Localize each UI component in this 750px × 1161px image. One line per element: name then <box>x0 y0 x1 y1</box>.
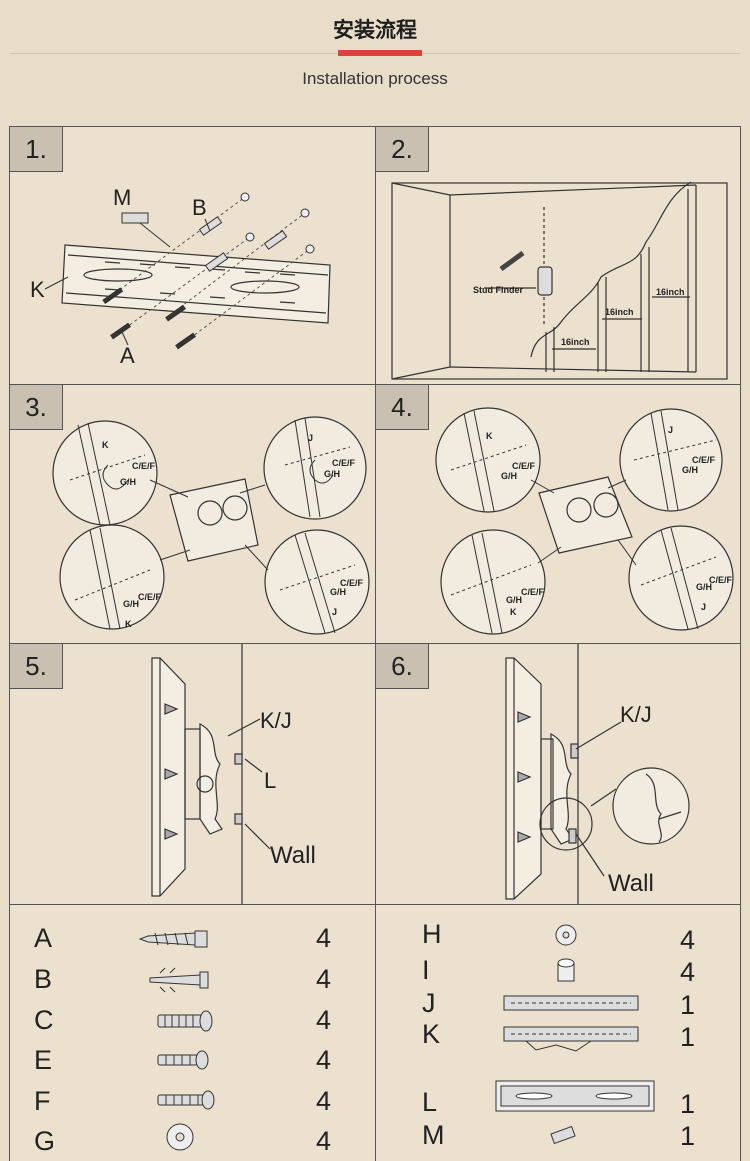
inset-label: C/E/F <box>692 455 716 465</box>
part-letter: M <box>422 1120 445 1150</box>
inset-label: C/E/F <box>332 458 356 468</box>
inset-label: J <box>332 607 338 617</box>
bracket-k-icon <box>503 1026 639 1052</box>
inset-label: G/H <box>506 595 523 605</box>
part-letter: L <box>422 1087 438 1117</box>
part-letter: A <box>34 923 53 953</box>
bracket-attach-drawing <box>52 416 370 635</box>
label-m: M <box>113 185 132 210</box>
step-6-panel: 6. K/J Wall <box>375 643 741 905</box>
screw-f-icon <box>157 1090 215 1110</box>
step-number: 4. <box>376 385 429 430</box>
inset-label: G/H <box>120 477 137 487</box>
part-qty: 4 <box>316 1005 332 1035</box>
screw-c-icon <box>157 1010 213 1032</box>
secure-tv-drawing <box>505 644 690 904</box>
inset-label: J <box>668 425 674 435</box>
inset-label: C/E/F <box>340 578 364 588</box>
part-letter: G <box>34 1126 56 1156</box>
label-16inch-c: 16inch <box>656 287 685 297</box>
label-wall: Wall <box>270 842 316 869</box>
step-number: 5. <box>10 644 63 689</box>
part-qty: 4 <box>316 1045 332 1075</box>
inset-label: J <box>308 433 314 443</box>
wall-anchor-icon <box>149 967 209 993</box>
label-wall: Wall <box>608 870 654 897</box>
parts-icons-right <box>495 924 655 1145</box>
inset-label: G/H <box>501 471 518 481</box>
lag-bolt-icon <box>138 930 208 948</box>
wall-plate-icon <box>495 1080 655 1112</box>
washer-icon <box>166 1123 194 1151</box>
inset-label: G/H <box>682 465 699 475</box>
inset-label: C/E/F <box>132 461 156 471</box>
bracket-j-icon <box>503 995 639 1011</box>
part-qty: 1 <box>680 1121 696 1151</box>
step-number: 3. <box>10 385 63 430</box>
inset-label: C/E/F <box>709 575 733 585</box>
inset-label: G/H <box>123 599 140 609</box>
parts-icons-left <box>138 930 215 1151</box>
inset-label: K <box>486 431 493 441</box>
part-qty: 4 <box>316 964 332 994</box>
label-k: K <box>30 277 45 302</box>
inset-label: K <box>510 607 517 617</box>
inset-label: C/E/F <box>138 592 162 602</box>
step-1-panel: 1. <box>9 126 376 385</box>
step-3-panel: 3. K C/E/F G/H J C/E/F <box>9 384 376 644</box>
label-stud-finder: Stud Finder <box>473 285 523 295</box>
spacer-icon <box>557 958 575 982</box>
step-2-panel: 2. Stud Finder 16inch 16inch 16inch <box>375 126 741 385</box>
mounting-plate-drawing <box>44 192 331 350</box>
part-letter: E <box>34 1045 53 1075</box>
inset-label: J <box>701 602 707 612</box>
step-number: 6. <box>376 644 429 689</box>
part-qty: 1 <box>680 1022 696 1052</box>
inset-label: C/E/F <box>512 461 536 471</box>
washer-small-icon <box>555 924 577 946</box>
part-letter: K <box>422 1019 441 1049</box>
part-letter: B <box>34 964 53 994</box>
inset-label: G/H <box>696 582 713 592</box>
page-subtitle: Installation process <box>302 69 448 88</box>
parts-list-left: A 4 B 4 C 4 E 4 F 4 G 4 <box>9 904 376 1161</box>
label-16inch-a: 16inch <box>561 337 590 347</box>
screw-e-icon <box>157 1050 209 1070</box>
label-kj: K/J <box>260 708 292 733</box>
parts-list-right: H 4 I 4 J 1 K 1 L 1 M 1 <box>375 904 741 1161</box>
part-letter: J <box>422 988 436 1018</box>
stud-finder-drawing <box>391 181 728 380</box>
inset-label: C/E/F <box>521 587 545 597</box>
step-4-panel: 4. K C/E/F G/H J C/E/F G/H C/E/F <box>375 384 741 644</box>
hang-tv-drawing <box>151 644 271 904</box>
part-letter: C <box>34 1005 54 1035</box>
part-qty: 4 <box>680 957 696 987</box>
bracket-attach-alt-drawing <box>435 407 734 635</box>
part-qty: 4 <box>316 1086 332 1116</box>
label-kj: K/J <box>620 702 652 727</box>
inset-label: K <box>125 619 132 629</box>
part-qty: 1 <box>680 990 696 1020</box>
level-icon <box>550 1125 576 1145</box>
inset-label: G/H <box>324 469 341 479</box>
inset-label: G/H <box>330 587 347 597</box>
part-letter: I <box>422 955 430 985</box>
label-b: B <box>192 195 207 220</box>
label-l: L <box>264 768 277 793</box>
step-number: 2. <box>376 127 429 172</box>
label-16inch-b: 16inch <box>605 307 634 317</box>
title-accent-bar <box>338 50 422 56</box>
part-letter: H <box>422 919 442 949</box>
part-qty: 4 <box>316 1126 332 1156</box>
part-letter: F <box>34 1086 51 1116</box>
page-header: 安装流程 Installation process <box>0 0 750 110</box>
part-qty: 4 <box>316 923 332 953</box>
step-5-panel: 5. K/J L Wall <box>9 643 376 905</box>
inset-label: K <box>102 440 109 450</box>
step-number: 1. <box>10 127 63 172</box>
page-title: 安装流程 <box>333 18 417 42</box>
label-a: A <box>120 343 135 368</box>
part-qty: 4 <box>680 925 696 955</box>
part-qty: 1 <box>680 1089 696 1119</box>
